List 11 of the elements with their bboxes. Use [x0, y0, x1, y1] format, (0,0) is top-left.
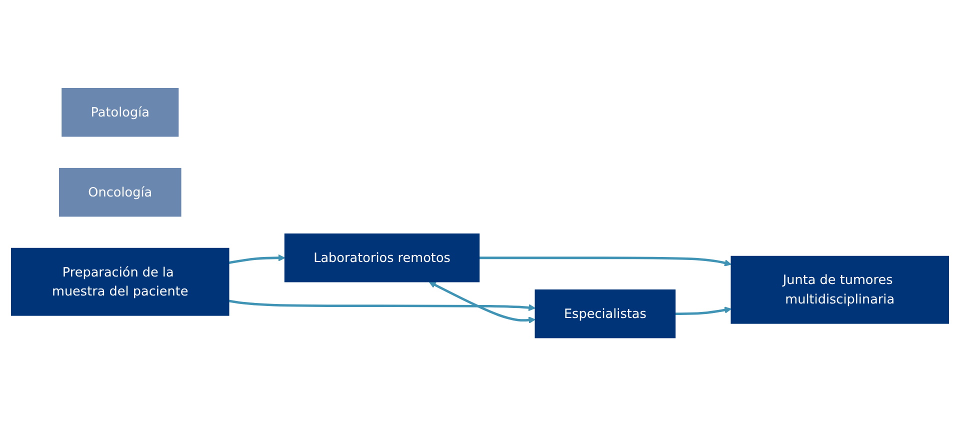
node-box: Oncología: [59, 168, 182, 217]
node-box: Junta de tumores multidisciplinaria: [730, 256, 949, 324]
arrow: [479, 256, 732, 266]
arrow: [428, 282, 536, 324]
node-box: Patología: [62, 88, 179, 137]
node-box: Especialistas: [534, 289, 676, 338]
arrow: [675, 306, 732, 315]
arrow: [228, 300, 536, 311]
arrow: [228, 254, 286, 264]
node-box: Preparación de la muestra del paciente: [11, 248, 230, 316]
node-box: Laboratorios remotos: [284, 233, 480, 282]
